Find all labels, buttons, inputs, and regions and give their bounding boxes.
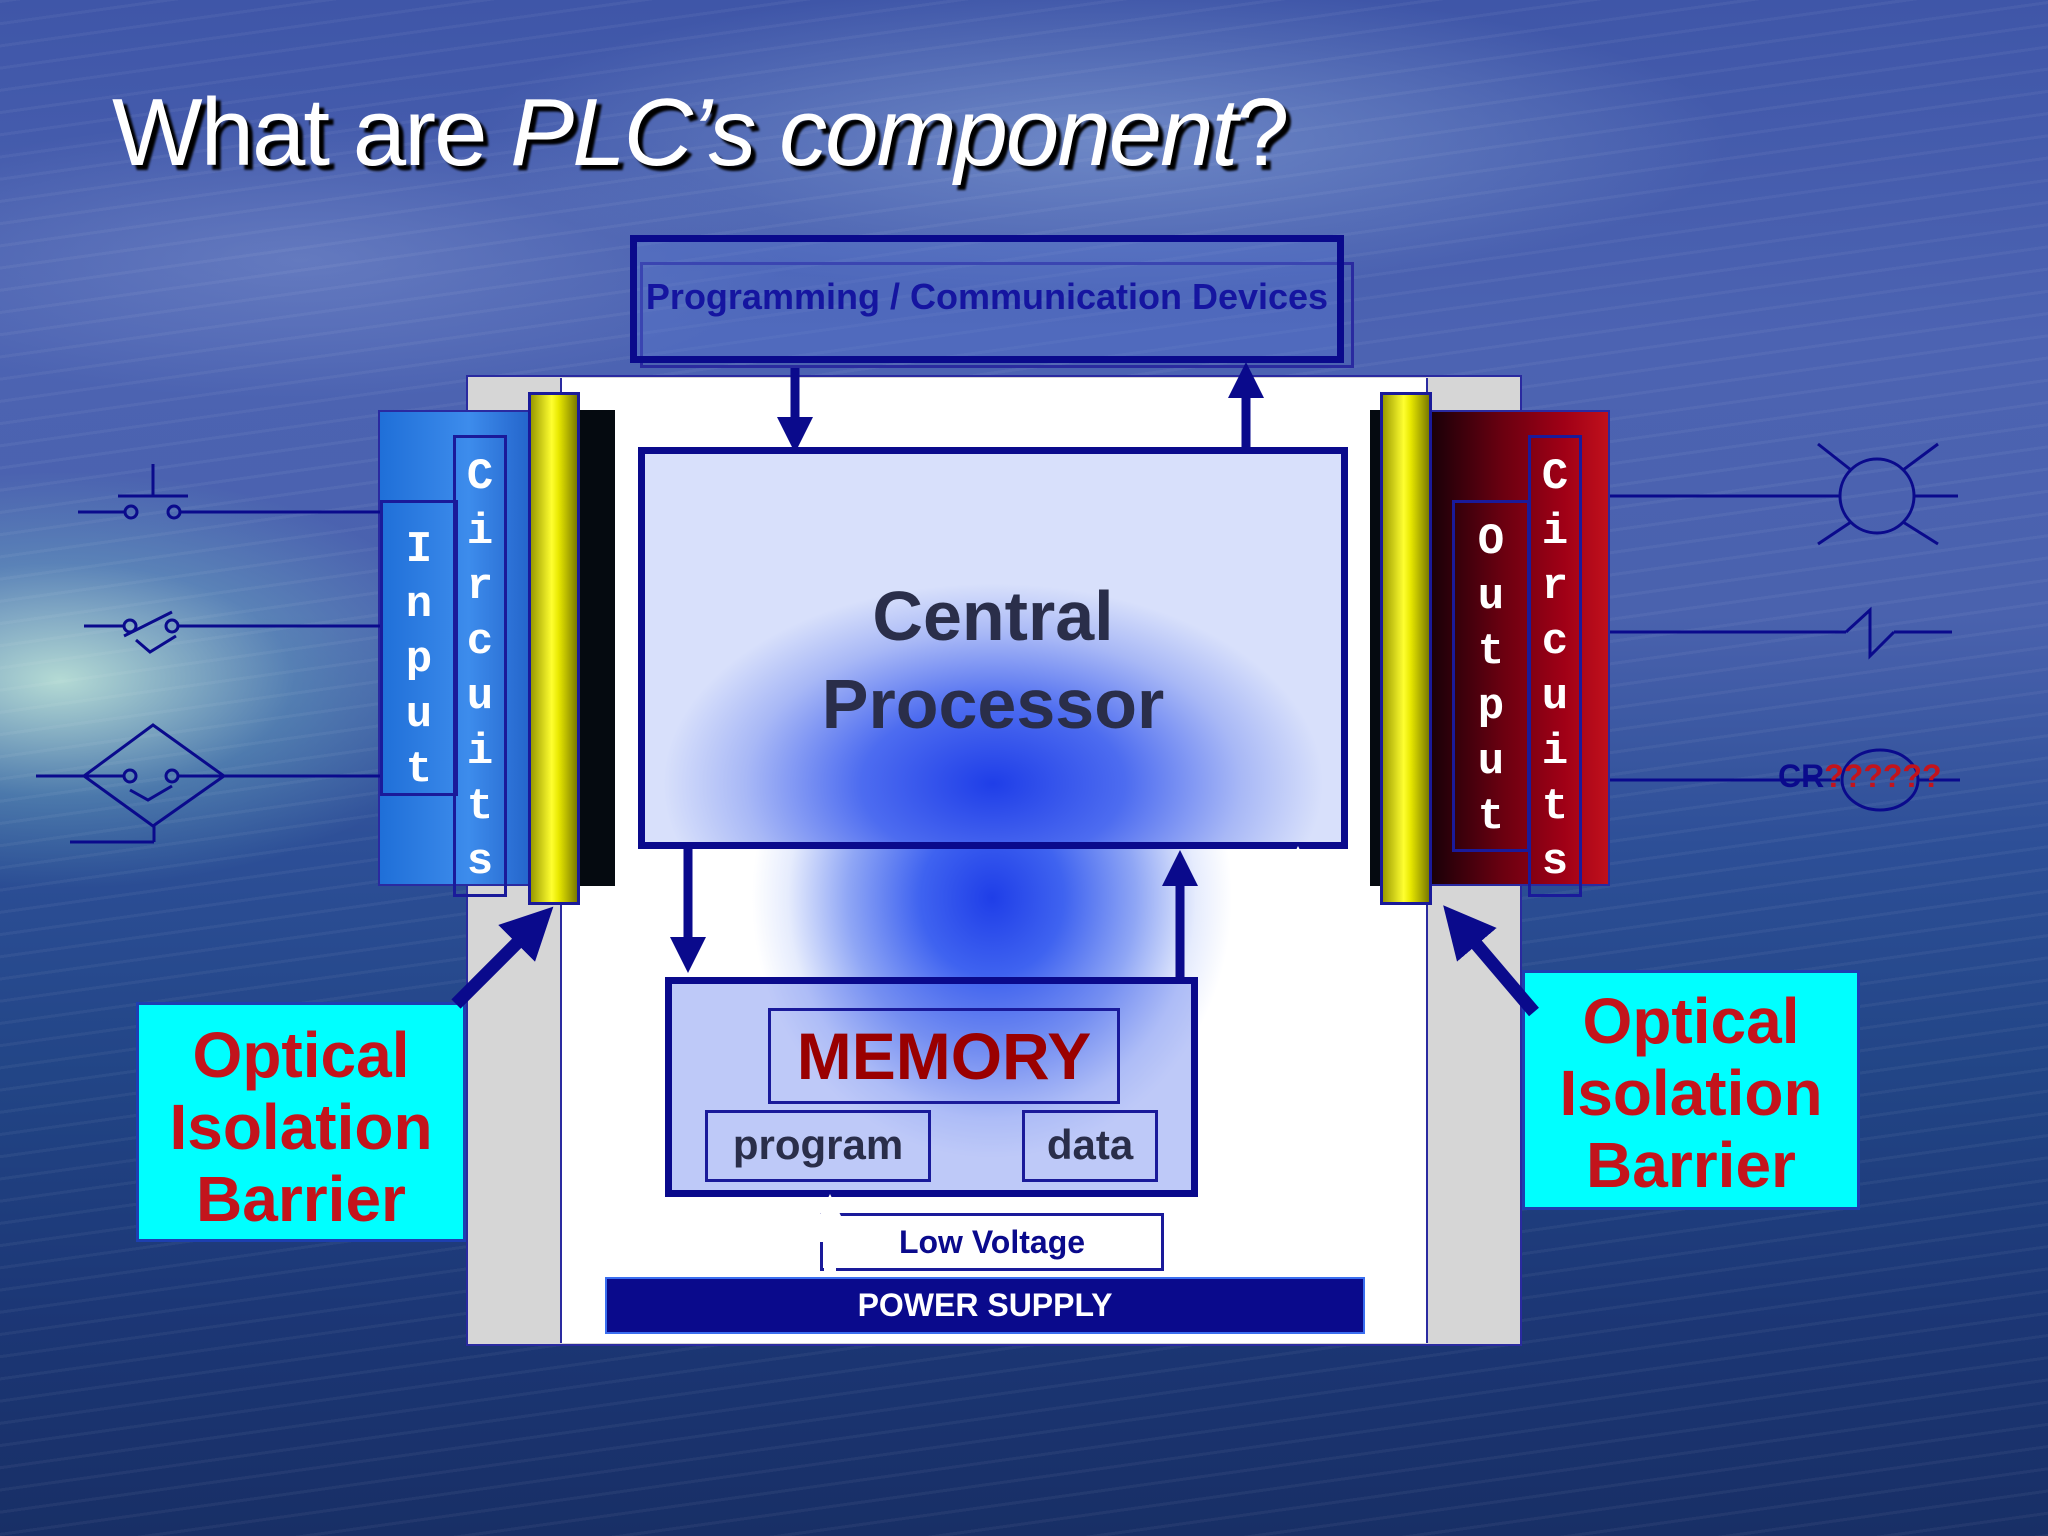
- memory-program-label: program: [732, 1121, 904, 1168]
- low-voltage-label: Low Voltage: [898, 1224, 1086, 1260]
- optical-isolation-right: Optical Isolation Barrier: [1522, 970, 1860, 1210]
- optical-left-line2: Isolation: [169, 1091, 433, 1163]
- central-processor-line2: Processor: [821, 665, 1165, 743]
- level-switch-icon: [36, 723, 380, 844]
- optical-right-line2: Isolation: [1559, 1057, 1823, 1129]
- arrow-optical-left: [451, 906, 554, 1009]
- input-circuits-text: Circuits: [466, 452, 494, 887]
- input-circuits-label: Circuits: [453, 435, 507, 897]
- memory-program-box: program: [705, 1110, 931, 1182]
- pushbutton-switch-icon: [78, 464, 380, 520]
- input-black-strip: [575, 410, 615, 886]
- output-circuits-text: Circuits: [1541, 452, 1569, 887]
- relay-label-suffix: ??????: [1824, 758, 1942, 794]
- programming-box-label: Programming / Communication Devices: [645, 276, 1329, 317]
- memory-data-label: data: [1046, 1121, 1134, 1168]
- title-plain: What are: [112, 79, 511, 186]
- output-optical-bar: [1380, 392, 1432, 905]
- slide-title: What are PLC’s component?: [112, 78, 1290, 188]
- arrow-optical-right: [1443, 905, 1539, 1017]
- central-processor-line1: Central: [872, 577, 1114, 655]
- input-label: Input: [380, 500, 458, 796]
- pilot-light-icon: [1610, 442, 1958, 546]
- input-optical-bar: [528, 392, 580, 905]
- power-supply-bar: POWER SUPPLY: [605, 1277, 1365, 1334]
- optical-left-line3: Barrier: [196, 1163, 406, 1235]
- relay-coil-label: CR??????: [1778, 758, 1942, 795]
- limit-switch-icon: [84, 610, 380, 654]
- relay-coil-icon: [1610, 748, 1960, 812]
- power-supply-label: POWER SUPPLY: [857, 1287, 1113, 1323]
- input-label-text: Input: [405, 525, 433, 795]
- output-circuits-label: Circuits: [1528, 435, 1582, 897]
- memory-label-box: MEMORY: [768, 1008, 1120, 1104]
- memory-data-box: data: [1022, 1110, 1158, 1182]
- output-label-text: Output: [1477, 517, 1505, 842]
- relay-label-prefix: CR: [1778, 758, 1825, 794]
- programming-box-shadow: [640, 262, 1354, 368]
- central-processor-box: Central Processor: [638, 447, 1348, 849]
- optical-left-line1: Optical: [192, 1019, 410, 1091]
- memory-box: [665, 977, 1198, 1197]
- optical-isolation-left: Optical Isolation Barrier: [136, 1002, 466, 1242]
- title-italic: PLC’s component: [510, 79, 1238, 186]
- low-voltage-box: Low Voltage: [820, 1213, 1164, 1271]
- optical-right-line1: Optical: [1582, 985, 1800, 1057]
- memory-label: MEMORY: [796, 1019, 1092, 1093]
- title-end: ?: [1236, 79, 1289, 186]
- optical-right-line3: Barrier: [1586, 1129, 1796, 1201]
- solenoid-coil-icon: [1610, 606, 1952, 660]
- programming-box: Programming / Communication Devices: [630, 235, 1344, 363]
